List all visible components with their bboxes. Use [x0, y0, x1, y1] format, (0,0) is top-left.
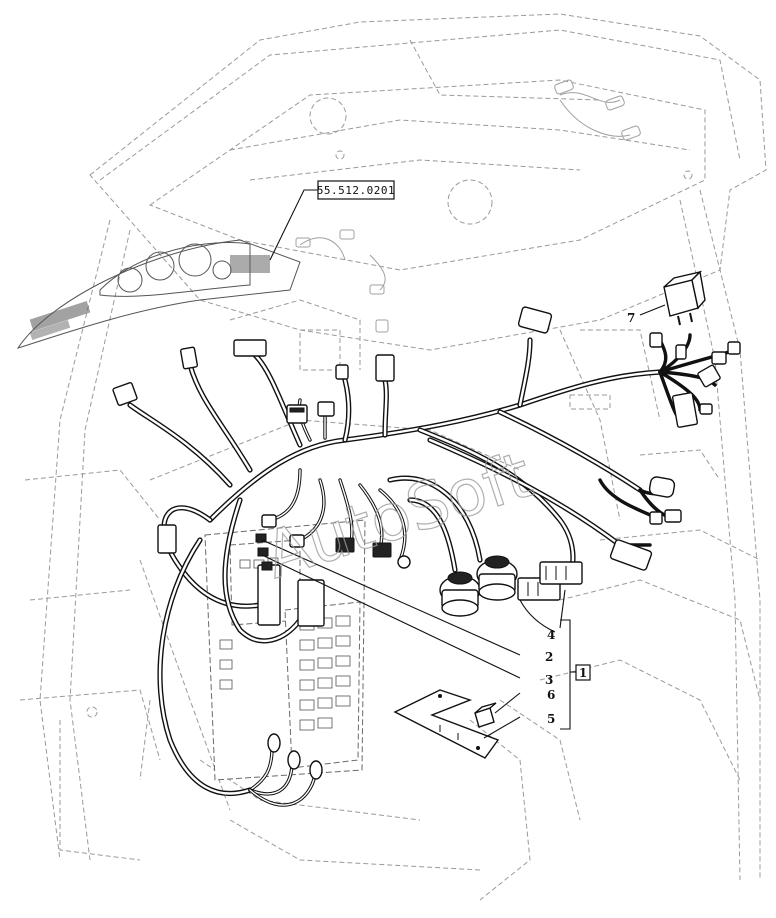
- mounting-plate: [393, 689, 500, 759]
- callout-labels: 7 4 2 3 6 5 1: [545, 311, 635, 726]
- callout-leaders: [261, 189, 666, 739]
- relay-small-icon: [474, 702, 497, 728]
- wiring-harness-icon: [127, 333, 737, 807]
- callout-4: 4: [547, 628, 555, 642]
- cab-outline: [19, 13, 767, 901]
- callout-1-box: 1: [575, 664, 591, 681]
- callout-7: 7: [627, 311, 635, 325]
- relay-icon: [663, 270, 706, 326]
- reference-label-box[interactable]: 55.512.0201: [317, 180, 395, 200]
- connectors: [112, 306, 741, 780]
- callout-3: 3: [545, 673, 553, 687]
- callout-6: 6: [547, 688, 555, 702]
- callout-1: 1: [579, 666, 587, 680]
- reference-label: 55.512.0201: [317, 184, 395, 197]
- instrument-cluster-icon: [16, 239, 301, 349]
- callout-5: 5: [547, 712, 555, 726]
- callout-2: 2: [545, 650, 553, 664]
